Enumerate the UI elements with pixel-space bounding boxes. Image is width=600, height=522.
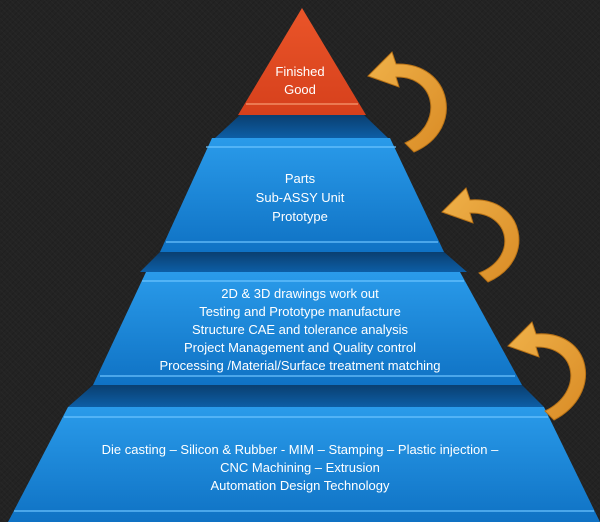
- tier-text-line: Die casting – Silicon & Rubber - MIM – S…: [101, 442, 499, 457]
- curved-arrow-icon: [367, 51, 447, 153]
- tier-manufacturing-shape: [8, 407, 600, 522]
- tier-text-line: Finished: [275, 64, 325, 79]
- tier-text-line: Good: [284, 82, 316, 97]
- tier-engineering-shape: [93, 272, 522, 385]
- tier-finished-good-label: Finished Good: [0, 63, 600, 99]
- tier-text-line: Sub-ASSY Unit: [255, 190, 345, 205]
- tier-text-line: Parts: [284, 171, 316, 186]
- tier-text-line: Automation Design Technology: [210, 478, 390, 493]
- tier-band-3: [68, 385, 544, 407]
- curved-arrow-icon: [507, 321, 587, 421]
- curved-arrow-icon: [441, 187, 520, 283]
- tier-parts-label: Parts Sub-ASSY Unit Prototype: [0, 169, 600, 226]
- tier-band-2: [140, 252, 467, 272]
- tier-manufacturing-label: Die casting – Silicon & Rubber - MIM – S…: [0, 441, 600, 495]
- tier-text-line: Project Management and Quality control: [184, 340, 416, 355]
- tier-text-line: Prototype: [272, 209, 328, 224]
- tier-text-line: 2D & 3D drawings work out: [221, 286, 379, 301]
- tier-finished-good-shape: [238, 8, 366, 115]
- tier-text-line: Structure CAE and tolerance analysis: [191, 322, 409, 337]
- tier-band-1: [215, 115, 388, 138]
- tier-text-line: CNC Machining – Extrusion: [220, 460, 380, 475]
- tier-parts-shape: [160, 138, 444, 252]
- tier-text-line: Testing and Prototype manufacture: [199, 304, 401, 319]
- tier-engineering-label: 2D & 3D drawings work out Testing and Pr…: [0, 285, 600, 375]
- tier-text-line: Processing /Material/Surface treatment m…: [159, 358, 441, 373]
